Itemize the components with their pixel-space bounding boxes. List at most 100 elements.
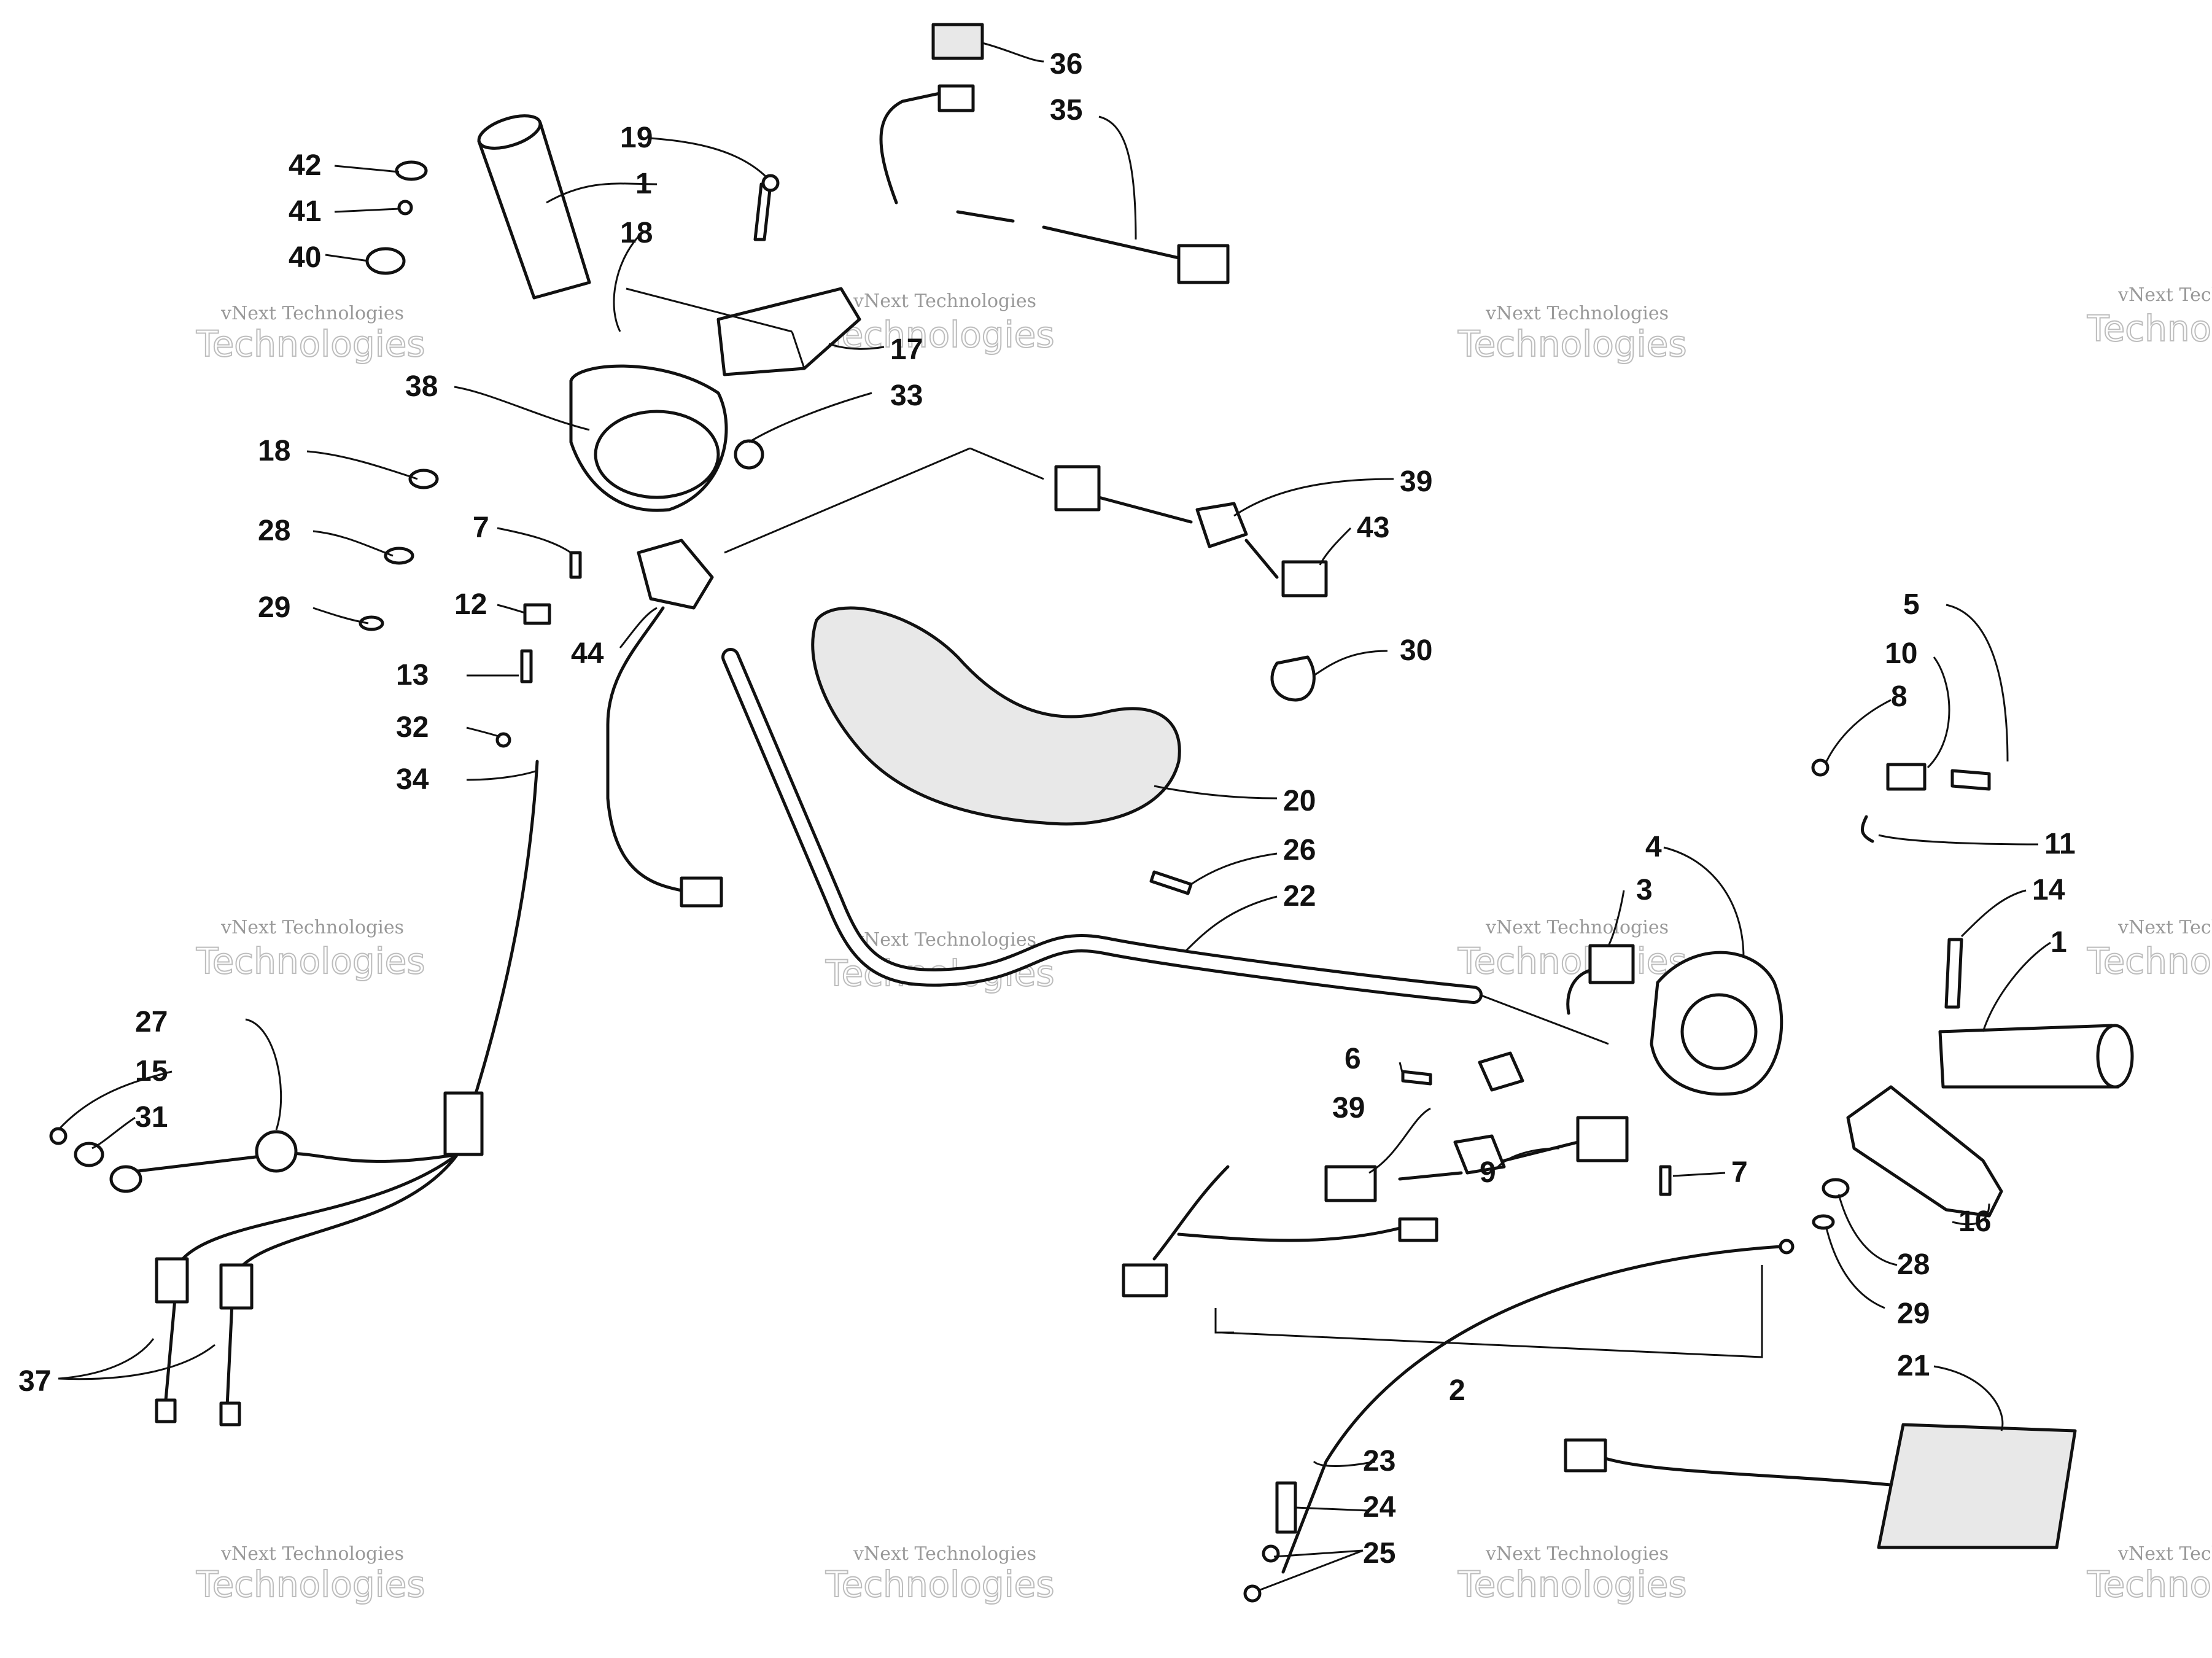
callout-12: 12 [454,588,487,621]
part-40-nut [365,247,406,275]
part-39-connector [1054,465,1101,512]
callout-35: 35 [1050,94,1082,126]
part-39-connector [1324,1165,1377,1202]
part-41-screw [397,200,413,216]
part-29-clip [1812,1214,1835,1230]
part-21-wire [1604,1457,1905,1488]
part-35-end-connector [1177,244,1230,284]
callout-4: 4 [1645,831,1662,863]
callout-40: 40 [289,241,321,274]
part-20-bar-pad [811,606,1181,826]
part-21-connector [1564,1438,1607,1473]
part-2-connector [1398,1217,1438,1242]
callout-2: 2 [1449,1374,1465,1407]
leader-lines [57,42,2051,1592]
part-19-pin-head [761,174,780,192]
part-1-left-grip-end [477,114,542,150]
part-14-pin [1944,938,1963,1009]
part-18-washer [408,469,439,489]
callout-11: 11 [2044,828,2076,860]
watermark-text: Technologies [196,1563,425,1605]
callout-43: 43 [1357,512,1389,544]
part-12-clip-nut [523,603,551,625]
watermark-text: vNext Technologies [1485,917,1669,938]
part-9-connector [1576,1116,1629,1162]
callout-24: 24 [1363,1491,1396,1524]
part-35-wire-lower [956,210,1181,260]
part-9-wire [1502,1140,1580,1162]
part-27-clamp [255,1130,298,1173]
part-3-switch [1588,944,1635,984]
part-35-connector [937,84,975,112]
callout-14: 14 [2032,874,2065,906]
callout-37: 37 [18,1365,51,1398]
watermark-text: Technologies [1457,940,1687,982]
part-19-pin [753,182,772,241]
callout-18: 18 [258,435,290,467]
part-5-screw [1950,769,1991,791]
watermark-text: vNext Technologies [853,290,1036,312]
part-2-wire [1152,1165,1230,1261]
callout-29: 29 [1897,1298,1930,1330]
callout-28: 28 [258,515,290,547]
part-44-switch [637,539,714,610]
callout-labels: 36 35 19 42 1 41 18 40 17 38 33 18 39 28… [18,48,2076,1570]
watermark-text: vNext Technologies [220,917,404,938]
part-39-bracket [1453,1134,1506,1175]
watermark-text: Technologies [1457,323,1687,365]
callout-19: 19 [620,122,653,154]
callout-34: 34 [396,763,429,796]
watermark-text: Technologies [2087,1563,2212,1605]
part-25-nut [1243,1584,1262,1603]
part-10-block [1886,763,1927,791]
part-26-screw [1149,870,1193,895]
parts [49,23,2134,1603]
callout-36: 36 [1050,48,1082,80]
part-23-cable [1281,1245,1782,1574]
callout-7: 7 [1731,1156,1748,1189]
callout-10: 10 [1885,637,1917,670]
callout-9: 9 [1480,1156,1496,1189]
watermarks: vNext Technologies Technologies vNext Te… [195,284,2212,1606]
part-34-cable [465,760,539,1126]
part-16-lever [1846,1085,2003,1218]
part-2-cable [1177,1226,1402,1242]
part-13-screw [520,649,533,683]
watermark-text: vNext Technologies [220,1543,404,1565]
part-37-cable-end [219,1401,241,1426]
part-39-wire [1398,1171,1463,1181]
watermark-text: vNext Technologies [1485,303,1669,324]
part-24-spring [1275,1481,1297,1534]
watermark-text: vNext Technologies [2117,1543,2212,1565]
part-8-clip [1811,758,1830,777]
callout-31: 31 [135,1101,168,1134]
part-30-clamp [1270,655,1316,702]
callout-15: 15 [135,1055,168,1088]
callout-39: 39 [1332,1092,1365,1124]
part-6-bracket [1478,1051,1524,1092]
callout-13: 13 [396,659,429,691]
part-25-nut [1262,1544,1280,1563]
part-39-wire [1097,496,1193,524]
part-28-washer [1822,1178,1850,1199]
callout-22: 22 [1283,880,1316,913]
callout-16: 16 [1958,1205,1991,1238]
callout-42: 42 [289,149,321,182]
callout-5: 5 [1903,588,1920,621]
part-1-right-grip-end [2096,1024,2134,1089]
part-34-junction [443,1091,484,1156]
watermark-text: vNext Technologies [853,929,1036,951]
part-37-cable-end [155,1398,177,1423]
part-11-spring [1860,815,1874,843]
part-21-heater-pad [1877,1423,2077,1549]
callout-39: 39 [1400,465,1432,498]
callout-25: 25 [1363,1537,1395,1570]
callout-23: 23 [1363,1445,1395,1477]
part-22-handlebar-fill [724,651,1480,1001]
callout-6: 6 [1345,1043,1361,1075]
part-37-cables [164,1153,459,1408]
callout-29: 29 [258,591,290,624]
part-38-housing-opening [594,410,720,499]
part-44-connector [680,876,723,908]
